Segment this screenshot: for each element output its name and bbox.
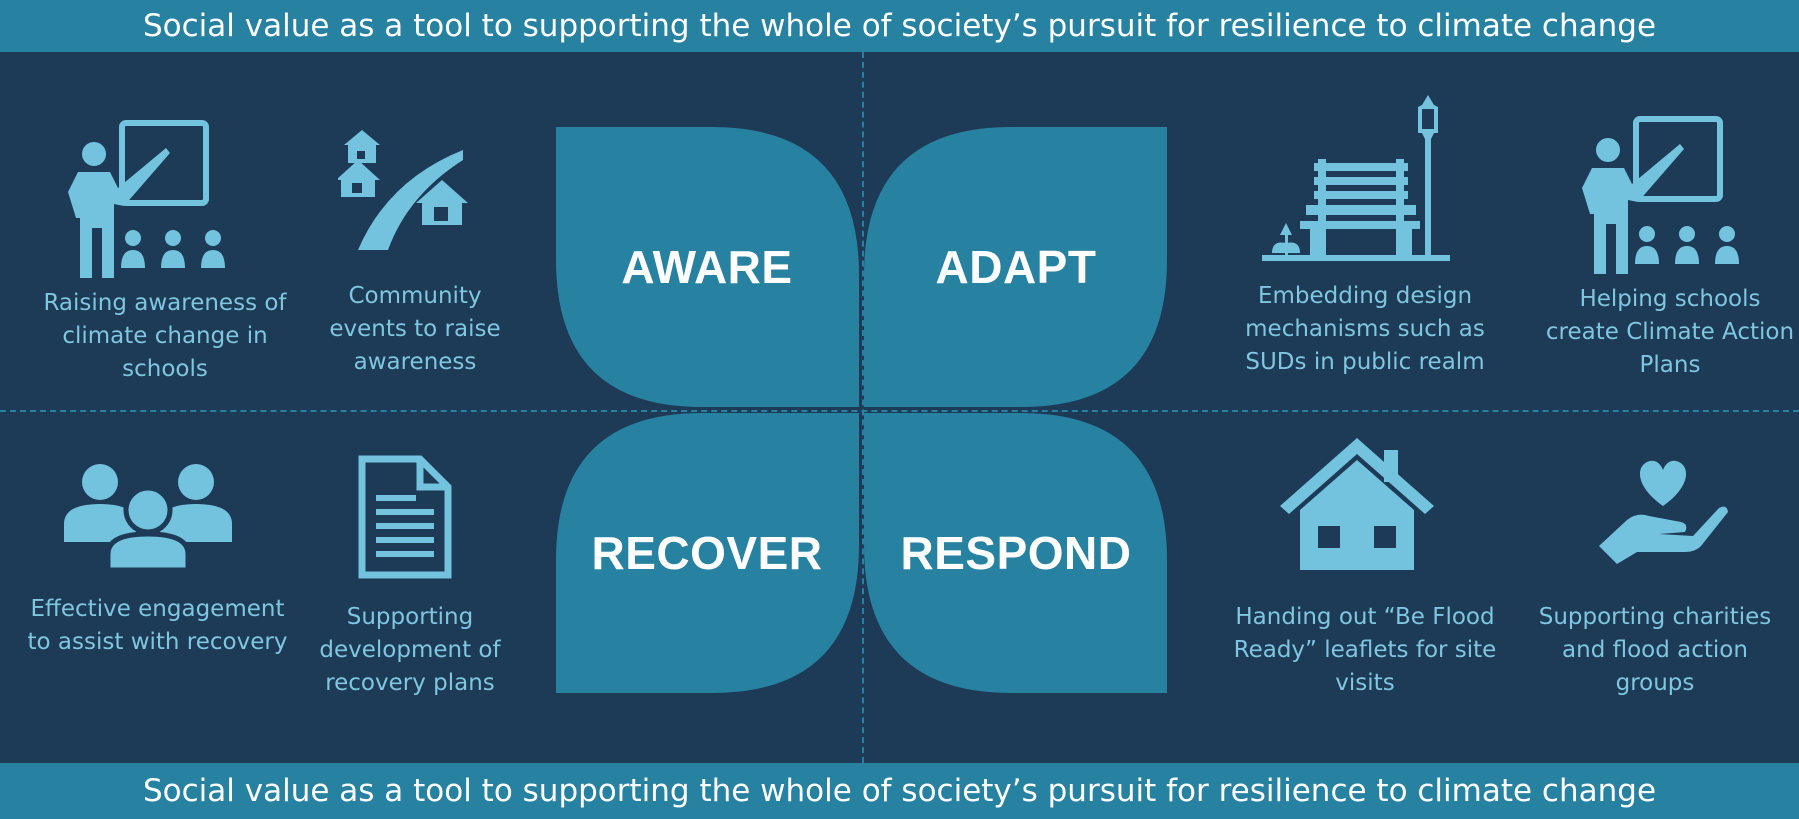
bottom-banner-title: Social value as a tool to supporting the… — [0, 763, 1799, 819]
caption-effective-engagement: Effective engagement to assist with reco… — [27, 596, 288, 655]
house-icon — [1280, 438, 1434, 570]
caption-raising-awareness: Raising awareness of climate change in s… — [43, 290, 287, 382]
top-banner-title: Social value as a tool to supporting the… — [0, 0, 1799, 52]
label-adapt: ADAPT — [935, 241, 1097, 293]
petal-recover — [556, 413, 859, 693]
community-houses-icon — [338, 130, 468, 250]
teacher-presentation-icon — [1582, 116, 1739, 274]
label-aware: AWARE — [621, 241, 793, 293]
caption-supporting-development: Supporting development of recovery plans — [319, 604, 501, 696]
petal-aware — [556, 127, 859, 407]
caption-supporting-charities: Supporting charities and flood action gr… — [1538, 604, 1772, 696]
people-group-icon — [64, 464, 232, 572]
park-bench-lamp-icon — [1262, 95, 1450, 261]
heart-hand-icon — [1599, 460, 1728, 564]
vertical-divider — [862, 52, 864, 763]
label-recover: RECOVER — [591, 527, 823, 579]
caption-flood-ready-leaflets: Handing out “Be Flood Ready” leaflets fo… — [1233, 604, 1497, 696]
caption-community-events: Community events to raise awareness — [329, 283, 501, 375]
caption-helping-schools: Helping schools create Climate Action Pl… — [1545, 286, 1795, 378]
teacher-presentation-icon — [68, 120, 225, 278]
document-icon — [358, 455, 452, 579]
horizontal-divider — [0, 410, 1799, 412]
petal-respond — [864, 413, 1167, 693]
petal-adapt — [864, 127, 1167, 407]
label-respond: RESPOND — [900, 527, 1132, 579]
caption-embedding-design: Embedding design mechanisms such as SUDs… — [1245, 283, 1485, 375]
